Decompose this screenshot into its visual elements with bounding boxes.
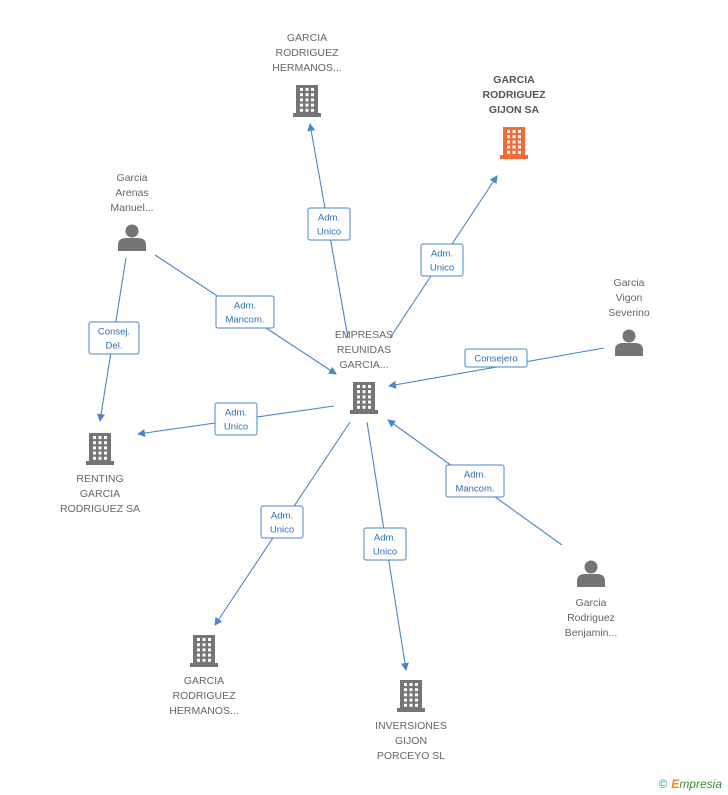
edge-center-to-grh_bottom: Adm. Unico bbox=[214, 421, 351, 626]
copyright-mark: © bbox=[658, 777, 668, 791]
edge-label-text: Adm. bbox=[431, 249, 453, 260]
edge-label-text: Del. bbox=[106, 341, 123, 352]
node-label: INVERSIONES bbox=[375, 720, 447, 732]
edge-center-to-rgr: Adm. Unico bbox=[137, 402, 335, 437]
node-center[interactable]: EMPRESAS REUNIDAS GARCIA... bbox=[335, 329, 393, 414]
building-icon bbox=[86, 433, 114, 465]
edge-label-text: Adm. bbox=[374, 533, 396, 544]
edge-label-box[interactable] bbox=[363, 527, 407, 561]
brand-initial: E bbox=[671, 777, 680, 791]
node-grh_top[interactable]: GARCIA RODRIGUEZ HERMANOS... bbox=[272, 32, 342, 117]
edge-label-text: Unico bbox=[430, 263, 454, 274]
node-label: Garcia bbox=[117, 172, 148, 184]
edge-gam-to-rgr: Consej. Del. bbox=[88, 257, 140, 422]
edge-label-text: Adm. bbox=[271, 511, 293, 522]
building-icon bbox=[500, 127, 528, 159]
node-label: HERMANOS... bbox=[169, 705, 238, 717]
node-label: GIJON bbox=[395, 735, 427, 747]
brand-name: mpresia bbox=[679, 777, 722, 791]
edge-label-text: Unico bbox=[317, 227, 341, 238]
edge-label-box[interactable] bbox=[215, 295, 275, 329]
node-gam[interactable]: GarciaArenasManuel... bbox=[110, 172, 154, 251]
node-label: RENTING bbox=[76, 473, 123, 485]
node-grh_bottom[interactable]: GARCIA RODRIGUEZ HERMANOS... bbox=[169, 635, 239, 717]
edge-label-box[interactable] bbox=[88, 321, 140, 355]
person-icon bbox=[577, 560, 605, 587]
node-label: Garcia bbox=[614, 277, 645, 289]
edge-center-to-grh_top: Adm. Unico bbox=[307, 123, 351, 339]
edge-label-text: Unico bbox=[373, 547, 397, 558]
node-label: GIJON SA bbox=[489, 104, 540, 116]
node-label: RODRIGUEZ bbox=[276, 47, 340, 59]
node-label: Manuel... bbox=[110, 202, 153, 214]
edge-label-box[interactable] bbox=[307, 207, 351, 241]
person-icon bbox=[615, 329, 643, 356]
node-label: Benjamin... bbox=[565, 627, 618, 639]
node-label: Vigon bbox=[616, 292, 643, 304]
brand-footer: ©Empresia bbox=[658, 777, 722, 791]
edge-label-text: Mancom. bbox=[225, 315, 264, 326]
edge-label-text: Unico bbox=[270, 525, 294, 536]
node-label: Garcia bbox=[576, 597, 607, 609]
node-label: Arenas bbox=[115, 187, 148, 199]
edge-gvs-to-center: Consejero bbox=[388, 347, 605, 389]
node-label: GARCIA bbox=[287, 32, 327, 44]
node-label: Severino bbox=[608, 307, 650, 319]
edge-label-text: Consejero bbox=[474, 354, 517, 365]
node-label: GARCIA... bbox=[339, 359, 388, 371]
node-label: HERMANOS... bbox=[272, 62, 341, 74]
node-label: REUNIDAS bbox=[337, 344, 391, 356]
building-icon bbox=[293, 85, 321, 117]
node-label: EMPRESAS bbox=[335, 329, 393, 341]
node-igp[interactable]: INVERSIONES GIJON PORCEYO SL bbox=[375, 680, 447, 762]
edge-center-to-grg: Adm. Unico bbox=[389, 175, 498, 339]
node-grb[interactable]: GarciaRodriguezBenjamin... bbox=[565, 560, 618, 640]
edge-label-box[interactable] bbox=[420, 243, 464, 277]
edge-label-box[interactable] bbox=[214, 402, 258, 436]
edge-label-text: Consej. bbox=[98, 327, 130, 338]
edge-label-text: Adm. bbox=[234, 301, 256, 312]
edge-label-text: Adm. bbox=[225, 408, 247, 419]
node-label: RODRIGUEZ bbox=[483, 89, 547, 101]
node-grg[interactable]: GARCIA RODRIGUEZ GIJON SA bbox=[483, 74, 547, 159]
node-rgr[interactable]: RENTING GARCIA RODRIGUEZ SA bbox=[60, 433, 140, 515]
edge-label-box[interactable] bbox=[445, 464, 505, 498]
building-icon bbox=[350, 382, 378, 414]
node-label: PORCEYO SL bbox=[377, 750, 445, 762]
edge-center-to-igp: Adm. Unico bbox=[363, 421, 409, 671]
edge-label-box[interactable] bbox=[464, 348, 528, 368]
node-label: GARCIA bbox=[184, 675, 224, 687]
edge-grb-to-center: Adm. Mancom. bbox=[387, 419, 563, 546]
edge-label-text: Unico bbox=[224, 422, 248, 433]
edge-label-box[interactable] bbox=[260, 505, 304, 539]
node-label: RODRIGUEZ SA bbox=[60, 503, 140, 515]
edge-gam-to-center: Adm. Mancom. bbox=[154, 254, 337, 375]
person-icon bbox=[118, 224, 146, 251]
node-label: GARCIA bbox=[493, 74, 535, 86]
edge-label-text: Mancom. bbox=[455, 484, 494, 495]
node-label: Rodriguez bbox=[567, 612, 615, 624]
building-icon bbox=[397, 680, 425, 712]
node-label: GARCIA bbox=[80, 488, 120, 500]
nodes-layer: EMPRESAS REUNIDAS GARCIA... GARCIA RODRIGUEZ… bbox=[60, 32, 650, 762]
edges-layer: Adm.UnicoAdm.UnicoAdm.Mancom.Consej.Del.… bbox=[88, 123, 605, 671]
building-icon bbox=[190, 635, 218, 667]
edge-label-text: Adm. bbox=[464, 470, 486, 481]
node-label: RODRIGUEZ bbox=[173, 690, 237, 702]
edge-label-text: Adm. bbox=[318, 213, 340, 224]
